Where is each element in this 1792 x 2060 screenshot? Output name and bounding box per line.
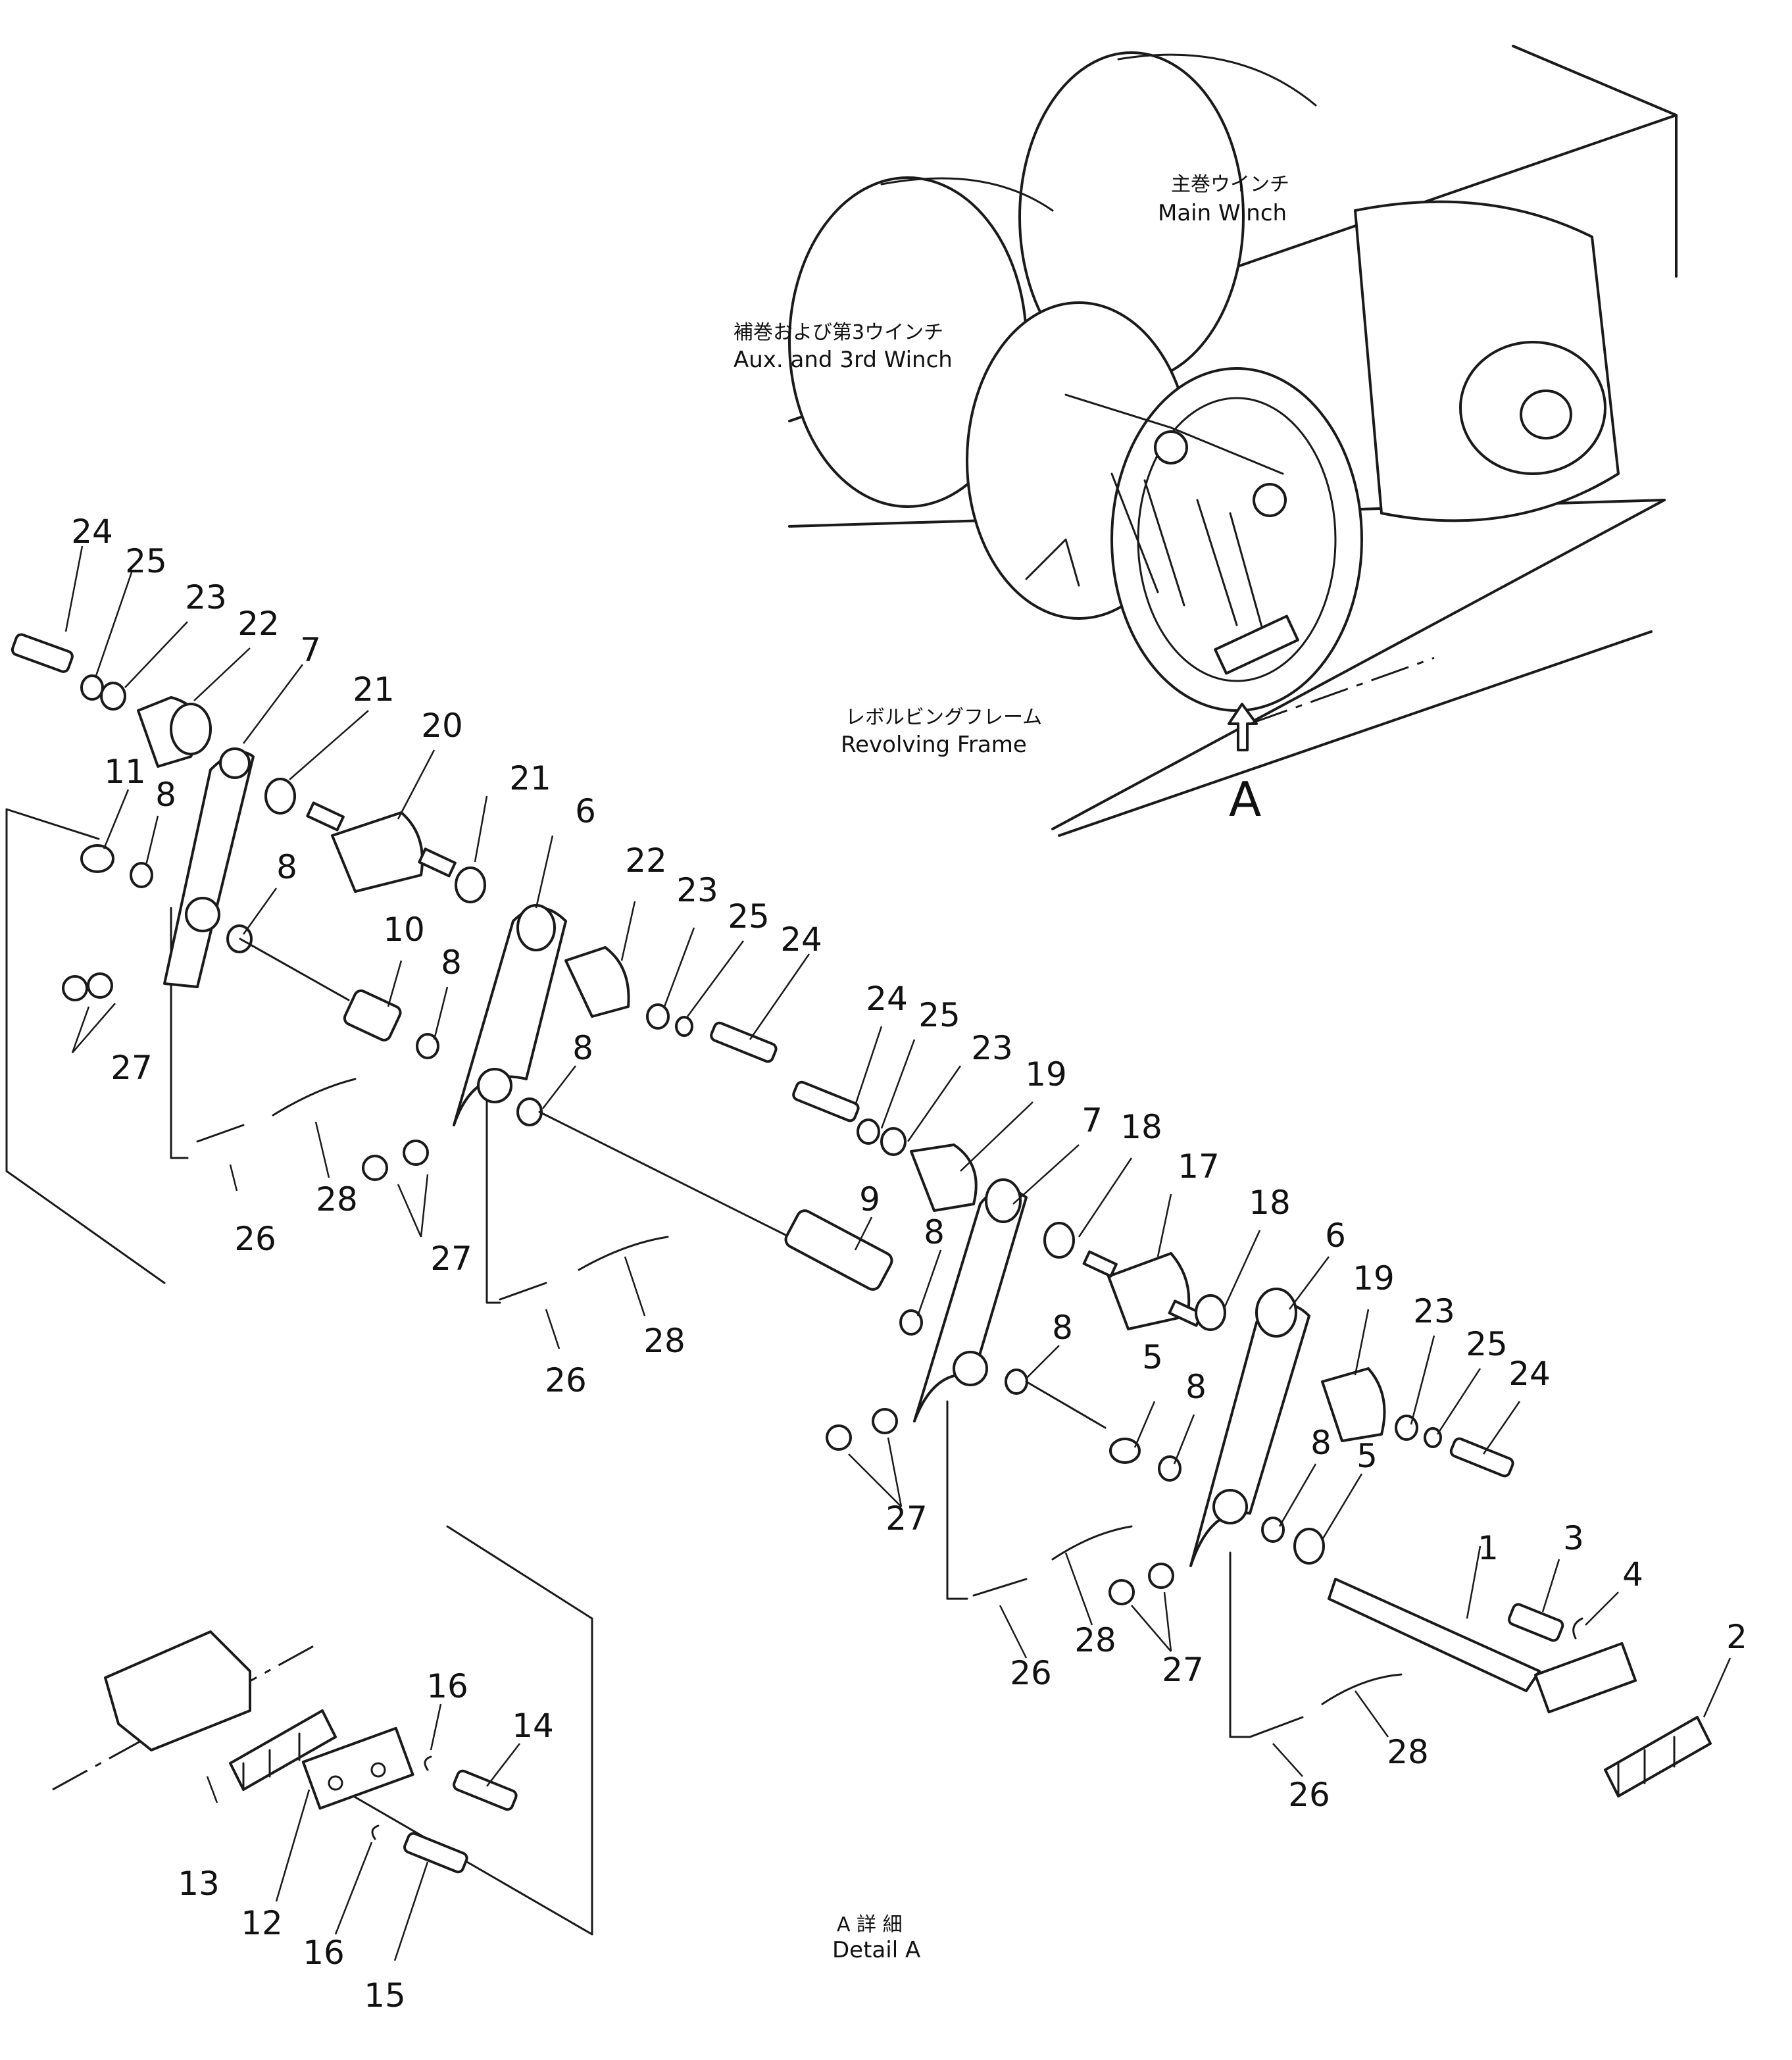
- callout-8: 8: [155, 776, 176, 814]
- callout-16: 16: [303, 1934, 345, 1972]
- callout-7: 7: [300, 631, 321, 669]
- callout-10: 10: [383, 911, 425, 949]
- aux-winch-label-jp: 補巻および第3ウインチ: [734, 321, 943, 344]
- callout-27: 27: [885, 1499, 928, 1538]
- callout-7: 7: [1082, 1101, 1103, 1140]
- callout-17: 17: [1178, 1147, 1220, 1186]
- callout-25: 25: [125, 542, 167, 580]
- callout-26: 26: [1010, 1654, 1052, 1692]
- callout-19: 19: [1025, 1055, 1067, 1093]
- callout-8: 8: [441, 943, 462, 982]
- callout-8: 8: [276, 848, 297, 886]
- callout-23: 23: [185, 578, 227, 616]
- frame-label-jp: レボルビングフレーム: [845, 706, 1042, 729]
- callout-25: 25: [728, 897, 770, 936]
- callout-27: 27: [1162, 1651, 1204, 1689]
- callout-28: 28: [1074, 1621, 1116, 1659]
- callout-26: 26: [545, 1361, 587, 1399]
- callout-19: 19: [1353, 1259, 1395, 1297]
- exploded-parts: [5, 633, 1712, 1936]
- callout-21: 21: [509, 759, 551, 797]
- callout-22: 22: [237, 605, 280, 643]
- callout-5: 5: [1356, 1437, 1378, 1475]
- callout-24: 24: [866, 980, 908, 1018]
- detail-label-jp: A 詳 細: [837, 1913, 903, 1936]
- callout-18: 18: [1120, 1108, 1162, 1146]
- callout-12: 12: [241, 1904, 283, 1942]
- callout-23: 23: [971, 1029, 1013, 1067]
- callout-23: 23: [676, 871, 718, 909]
- callout-25: 25: [1466, 1325, 1508, 1363]
- callout-28: 28: [1387, 1733, 1429, 1771]
- callout-27: 27: [430, 1240, 472, 1278]
- callout-21: 21: [353, 670, 395, 709]
- aux-winch-label-en: Aux. and 3rd Winch: [734, 347, 953, 373]
- winch-assembly: A 主巻ウインチ Main Winch 補巻および第3ウインチ Aux. and…: [734, 45, 1678, 837]
- callout-14: 14: [512, 1707, 554, 1745]
- callout-18: 18: [1249, 1184, 1291, 1222]
- callout-1: 1: [1478, 1529, 1499, 1567]
- callout-4: 4: [1622, 1555, 1643, 1594]
- detail-label-en: Detail A: [832, 1937, 920, 1963]
- callout-8: 8: [1052, 1309, 1073, 1347]
- callout-24: 24: [71, 513, 113, 551]
- callout-5: 5: [1142, 1338, 1163, 1376]
- callout-2: 2: [1726, 1618, 1747, 1656]
- callout-8: 8: [924, 1213, 945, 1251]
- callout-27: 27: [111, 1049, 153, 1087]
- callout-9: 9: [859, 1180, 880, 1218]
- main-winch-label-en: Main Winch: [1158, 200, 1287, 226]
- callout-6: 6: [575, 792, 596, 830]
- callout-15: 15: [364, 1976, 406, 2015]
- callout-26: 26: [234, 1220, 276, 1258]
- callout-28: 28: [643, 1322, 685, 1360]
- callout-20: 20: [421, 707, 463, 745]
- callout-24: 24: [780, 920, 822, 959]
- callout-8: 8: [1310, 1424, 1332, 1462]
- callout-3: 3: [1563, 1519, 1584, 1557]
- callout-23: 23: [1413, 1292, 1455, 1330]
- view-arrow-label: A: [1229, 772, 1261, 827]
- frame-label-en: Revolving Frame: [841, 732, 1027, 758]
- leader-lines: [64, 545, 1731, 1961]
- callout-22: 22: [625, 842, 667, 880]
- callout-11: 11: [104, 753, 146, 791]
- callout-numbers: 24 25 23 22 7 21 20 11 8 8 21 6 10 8 22 …: [71, 513, 1747, 2015]
- callout-24: 24: [1508, 1355, 1551, 1393]
- callout-26: 26: [1288, 1776, 1330, 1814]
- callout-28: 28: [316, 1180, 358, 1218]
- callout-8: 8: [1185, 1368, 1207, 1406]
- callout-13: 13: [178, 1865, 220, 1903]
- callout-16: 16: [426, 1667, 468, 1705]
- callout-8: 8: [572, 1029, 593, 1067]
- callout-6: 6: [1325, 1217, 1346, 1255]
- main-winch-label-jp: 主巻ウインチ: [1171, 173, 1289, 196]
- callout-25: 25: [918, 996, 960, 1034]
